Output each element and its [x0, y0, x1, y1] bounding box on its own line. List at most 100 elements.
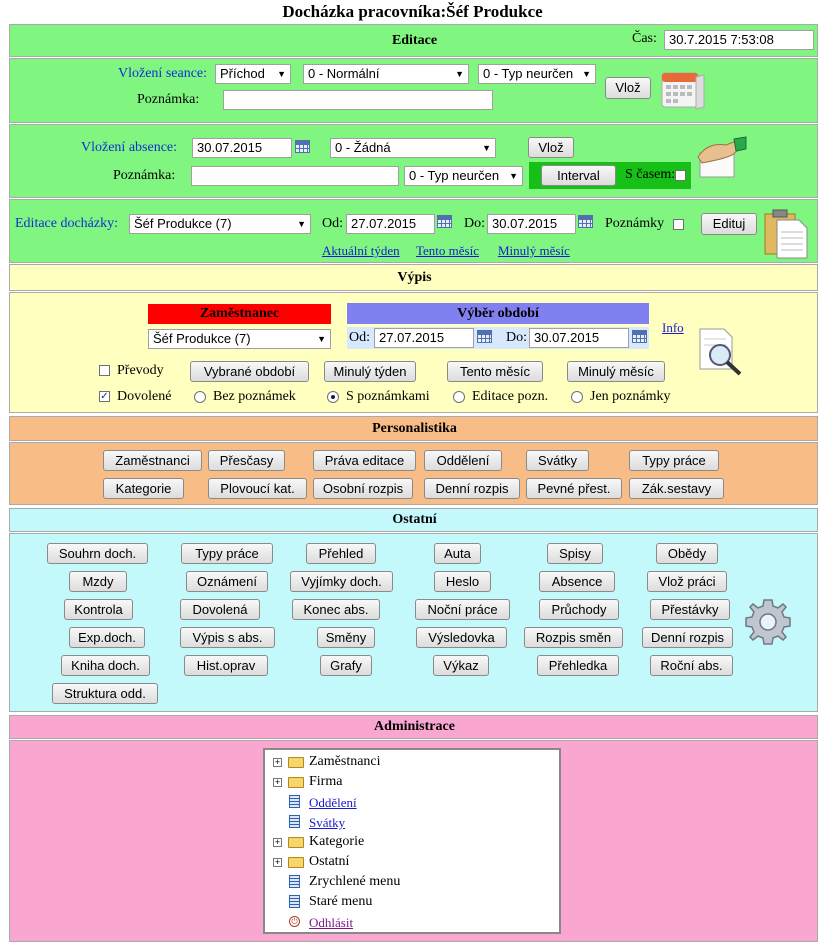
- seance-note-input[interactable]: [223, 90, 493, 110]
- radio-jen-poznamky[interactable]: [571, 391, 583, 403]
- editace-header: Editace: [391, 33, 438, 48]
- minuly-mesic-button[interactable]: Minulý měsíc: [567, 361, 665, 382]
- vypis-od-input[interactable]: 27.07.2015: [374, 328, 474, 348]
- page-icon: [289, 795, 300, 808]
- calendar-picker-icon[interactable]: [477, 330, 492, 343]
- tree-label[interactable]: Oddělení: [309, 795, 357, 810]
- calendar-picker-icon[interactable]: [295, 140, 310, 153]
- dovolene-checkbox[interactable]: ✓: [99, 391, 110, 402]
- pevne-prest-button[interactable]: Pevné přest.: [526, 478, 622, 499]
- s-casem-label: S časem:: [625, 167, 676, 182]
- calendar-picker-icon[interactable]: [437, 215, 452, 228]
- tree-label: Zrychlené menu: [309, 874, 401, 889]
- grafy-button[interactable]: Grafy: [320, 655, 372, 676]
- oddeleni-button[interactable]: Oddělení: [424, 450, 502, 471]
- seance-note-label: Poznámka:: [137, 92, 200, 107]
- smeny-button[interactable]: Směny: [317, 627, 375, 648]
- rocni-abs-button[interactable]: Roční abs.: [650, 655, 733, 676]
- interval-button[interactable]: Interval: [541, 165, 616, 186]
- expand-icon[interactable]: +: [273, 837, 282, 847]
- absence-date-input[interactable]: 30.07.2015: [192, 138, 292, 158]
- vybrane-obdobi-button[interactable]: Vybrané období: [190, 361, 309, 382]
- zamestnanci-button[interactable]: Zaměstnanci: [103, 450, 202, 471]
- expand-icon[interactable]: +: [273, 757, 282, 767]
- absence-reason-select[interactable]: 0 - Žádná▼: [330, 138, 496, 158]
- mzdy-button[interactable]: Mzdy: [69, 571, 127, 592]
- exp-doch-button[interactable]: Exp.doch.: [69, 627, 145, 648]
- page-icon: [289, 895, 300, 908]
- zak-sestavy-button[interactable]: Zák.sestavy: [629, 478, 724, 499]
- vykaz-button[interactable]: Výkaz: [433, 655, 489, 676]
- absence-kind-select[interactable]: 0 - Typ neurčen▼: [404, 166, 523, 186]
- radio-s-poznamkami[interactable]: [327, 391, 339, 403]
- auta-button[interactable]: Auta: [434, 543, 481, 564]
- kategorie-button[interactable]: Kategorie: [103, 478, 184, 499]
- hist-oprav-button[interactable]: Hist.oprav: [184, 655, 268, 676]
- pruchody-button[interactable]: Průchody: [539, 599, 619, 620]
- calendar-picker-icon[interactable]: [632, 330, 647, 343]
- edit-button[interactable]: Edituj: [701, 213, 757, 235]
- souhrn-doch-button[interactable]: Souhrn doch.: [47, 543, 148, 564]
- kniha-doch-button[interactable]: Kniha doch.: [61, 655, 150, 676]
- prava-editace-button[interactable]: Práva editace: [313, 450, 416, 471]
- expand-icon[interactable]: +: [273, 857, 282, 867]
- rozpis-smen-button[interactable]: Rozpis směn: [524, 627, 623, 648]
- heslo-button[interactable]: Heslo: [434, 571, 491, 592]
- seance-mode-select[interactable]: 0 - Normální▼: [303, 64, 469, 84]
- vypis-s-abs-button[interactable]: Výpis s abs.: [180, 627, 275, 648]
- minuly-tyden-button[interactable]: Minulý týden: [324, 361, 416, 382]
- link-tento-mesic[interactable]: Tento měsíc: [416, 243, 479, 258]
- typy-prace-button[interactable]: Typy práce: [629, 450, 719, 471]
- absence-button[interactable]: Absence: [539, 571, 615, 592]
- denni-rozpis-button[interactable]: Denní rozpis: [642, 627, 733, 648]
- vypis-employee-select[interactable]: Šéf Produkce (7)▼: [148, 329, 331, 349]
- vypis-do-input[interactable]: 30.07.2015: [529, 328, 629, 348]
- seance-type-select[interactable]: Příchod▼: [215, 64, 291, 84]
- prestavky-button[interactable]: Přestávky: [650, 599, 730, 620]
- prehledka-button[interactable]: Přehledka: [537, 655, 619, 676]
- expand-icon[interactable]: +: [273, 777, 282, 787]
- poznamky-checkbox[interactable]: [673, 219, 684, 230]
- spisy-button[interactable]: Spisy: [547, 543, 603, 564]
- info-link[interactable]: Info: [662, 320, 684, 335]
- seance-kind-select[interactable]: 0 - Typ neurčen▼: [478, 64, 596, 84]
- denni-rozpis-button[interactable]: Denní rozpis: [424, 478, 520, 499]
- hand-note-icon: [696, 135, 748, 181]
- prescasy-button[interactable]: Přesčasy: [208, 450, 285, 471]
- editace-do-input[interactable]: 30.07.2015: [487, 214, 576, 234]
- oznameni-button[interactable]: Oznámení: [186, 571, 268, 592]
- radio-editace-pozn[interactable]: [453, 391, 465, 403]
- vyjimky-doch-button[interactable]: Vyjímky doch.: [290, 571, 393, 592]
- cas-label: Čas:: [632, 31, 657, 46]
- dovolena-button[interactable]: Dovolená: [180, 599, 260, 620]
- kontrola-button[interactable]: Kontrola: [64, 599, 133, 620]
- typy-prace-button[interactable]: Typy práce: [181, 543, 273, 564]
- editace-employee-select[interactable]: Šéf Produkce (7)▼: [129, 214, 311, 234]
- prevody-checkbox[interactable]: [99, 365, 110, 376]
- plovouci-kat-button[interactable]: Plovoucí kat.: [208, 478, 307, 499]
- vysledovka-button[interactable]: Výsledovka: [416, 627, 507, 648]
- seance-type-value: Příchod: [220, 66, 265, 81]
- absence-insert-button[interactable]: Vlož: [528, 137, 574, 158]
- s-casem-checkbox[interactable]: [675, 170, 686, 181]
- konec-abs-button[interactable]: Konec abs.: [292, 599, 380, 620]
- struktura-odd-button[interactable]: Struktura odd.: [52, 683, 158, 704]
- link-minuly-mesic[interactable]: Minulý měsíc: [498, 243, 570, 258]
- tree-label[interactable]: Svátky: [309, 815, 346, 830]
- vypis-employee-value: Šéf Produkce (7): [153, 331, 251, 346]
- prehled-button[interactable]: Přehled: [306, 543, 376, 564]
- absence-note-input[interactable]: [191, 166, 399, 186]
- cas-field[interactable]: 30.7.2015 7:53:08: [664, 30, 814, 50]
- vloz-praci-button[interactable]: Vlož práci: [647, 571, 727, 592]
- svatky-button[interactable]: Svátky: [526, 450, 589, 471]
- tento-mesic-button[interactable]: Tento měsíc: [447, 361, 543, 382]
- seance-insert-button[interactable]: Vlož: [605, 77, 651, 99]
- obedy-button[interactable]: Obědy: [656, 543, 718, 564]
- nocni-prace-button[interactable]: Noční práce: [415, 599, 510, 620]
- osobni-rozpis-button[interactable]: Osobní rozpis: [313, 478, 413, 499]
- calendar-picker-icon[interactable]: [578, 215, 593, 228]
- link-aktualni-tyden[interactable]: Aktuální týden: [322, 243, 400, 258]
- editace-od-input[interactable]: 27.07.2015: [346, 214, 435, 234]
- radio-bez-poznamek[interactable]: [194, 391, 206, 403]
- tree-label[interactable]: Odhlásit: [309, 915, 354, 930]
